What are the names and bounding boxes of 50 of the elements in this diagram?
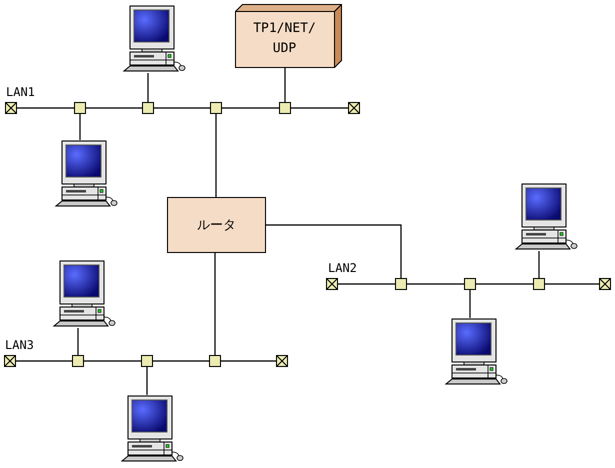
connection-line [215, 114, 217, 197]
tap-box [72, 355, 84, 367]
network-label: LAN1 [6, 85, 35, 99]
tap-box [141, 355, 153, 367]
connection-line [77, 328, 79, 355]
tap-box [464, 278, 476, 290]
connection-line [469, 290, 471, 318]
connection-line [146, 367, 148, 395]
connection-line [538, 251, 540, 278]
connection-line [16, 360, 72, 362]
connection-line [476, 283, 533, 285]
network-label: LAN2 [328, 261, 357, 275]
terminator-symbol [5, 102, 17, 114]
computer-picture [120, 5, 188, 73]
connection-line [291, 107, 348, 109]
terminator-symbol [276, 355, 288, 367]
terminator-symbol [348, 102, 360, 114]
computer-picture [512, 183, 580, 251]
tap-box [210, 102, 222, 114]
connection-line [214, 253, 216, 355]
connection-line [221, 360, 276, 362]
connection-line [266, 224, 402, 278]
connection-line [222, 107, 279, 109]
terminator-symbol [4, 355, 16, 367]
tap-box [74, 102, 86, 114]
computer-picture [442, 318, 510, 386]
connection-line [17, 107, 74, 109]
box-label: TP1/NET/ UDP [252, 20, 317, 58]
network-label: LAN3 [5, 338, 34, 352]
terminator-symbol [326, 278, 338, 290]
connection-line [147, 73, 149, 102]
tap-box [395, 278, 407, 290]
connection-line [545, 283, 599, 285]
computer-picture [50, 260, 118, 328]
connection-line [154, 107, 210, 109]
router-box: ルータ [167, 197, 266, 253]
tap-box [209, 355, 221, 367]
connection-line [338, 283, 395, 285]
connection-line [79, 114, 81, 140]
computer-picture [118, 395, 186, 463]
connection-line [86, 107, 142, 109]
tap-box [533, 278, 545, 290]
connection-line [284, 67, 286, 102]
connection-line [153, 360, 209, 362]
connection-line [407, 283, 464, 285]
tap-box [279, 102, 291, 114]
terminator-symbol [599, 278, 611, 290]
computer-picture [52, 140, 120, 208]
tap-box [142, 102, 154, 114]
connection-line [84, 360, 141, 362]
